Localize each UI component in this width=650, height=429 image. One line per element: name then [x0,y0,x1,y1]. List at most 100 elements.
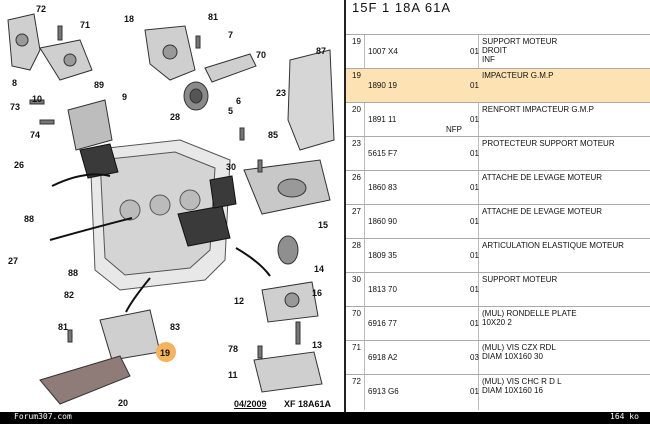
callout-30: 30 [226,162,236,172]
row-part-ref: 1007 X4 [368,47,398,56]
part-12-support [261,281,319,323]
row-description: (MUL) RONDELLE PLATE [482,309,577,318]
column-line-2 [478,34,479,410]
callout-10: 10 [32,94,42,104]
row-part-ref: 1891 11 [368,115,397,124]
callout-14: 14 [314,264,324,274]
exploded-diagram: 72 71 18 81 7 70 87 8 89 10 73 9 74 28 6… [7,4,335,409]
bottom-bar: Forum307.com 164 ko [0,412,650,424]
callout-74: 74 [30,130,40,140]
part-11-base [253,351,323,393]
callout-11: 11 [228,370,238,380]
callout-87: 87 [316,46,326,56]
row-description: ATTACHE DE LEVAGE MOTEUR [482,173,603,182]
part-9-support [67,99,113,151]
row-description: SUPPORT MOTEUR [482,275,558,284]
row-part-ref: 5615 F7 [368,149,398,158]
part-dark-assembly [79,143,237,247]
row-description: (MUL) VIS CHC R D L [482,377,562,386]
row-description: IMPACTEUR G.M.P [482,71,554,80]
row-note: NFP [446,125,462,134]
callout-labels: 72 71 18 81 7 70 87 8 89 10 73 9 74 28 6… [8,4,328,408]
row-part-ref: 1860 90 [368,217,397,226]
callout-7: 7 [228,30,233,40]
callout-23: 23 [276,88,286,98]
file-size: 164 ko [610,412,639,421]
row-description: DIAM 10X160 30 [482,352,543,361]
callout-70: 70 [256,50,266,60]
callout-16: 16 [312,288,322,298]
part-14-mount [277,235,299,265]
row-quantity: 01 [470,217,479,226]
row-item-number: 72 [352,377,361,386]
part-8-bracket [39,39,93,81]
callout-81-b: 81 [58,322,68,332]
callout-72: 72 [36,4,46,14]
row-quantity: 01 [470,183,479,192]
row-part-ref: 1890 19 [368,81,397,90]
row-item-number: 70 [352,309,361,318]
diagram-svg: 72 71 18 81 7 70 87 8 89 10 73 9 74 28 6… [7,4,335,408]
engine-block [89,139,231,291]
callout-81: 81 [208,12,218,22]
leader-curves [49,173,271,313]
row-item-number: 19 [352,71,361,80]
row-description: ATTACHE DE LEVAGE MOTEUR [482,207,603,216]
row-description: (MUL) VIS CZX RDL [482,343,556,352]
part-72-bracket [7,13,41,71]
callout-71: 71 [80,20,90,30]
row-item-number: 27 [352,207,361,216]
part-28-articulation [183,81,209,111]
part-30-support [243,159,331,215]
row-part-ref: 1860 83 [368,183,397,192]
callout-88-a: 88 [24,214,34,224]
row-item-number: 71 [352,343,361,352]
bolts [29,25,301,359]
callout-12: 12 [234,296,244,306]
part-18-bracket [144,25,196,81]
callout-13: 13 [312,340,322,350]
row-quantity: 01 [470,319,479,328]
row-item-number: 26 [352,173,361,182]
row-part-ref: 6918 A2 [368,353,398,362]
row-description: SUPPORT MOTEUR [482,37,558,46]
callout-20: 20 [118,398,128,408]
callout-6: 6 [236,96,241,106]
part-19-impacteur [99,309,161,361]
callout-18: 18 [124,14,134,24]
part-20-renfort [39,355,131,405]
row-quantity: 01 [470,149,479,158]
callout-8: 8 [12,78,17,88]
row-description: RENFORT IMPACTEUR G.M.P [482,105,595,114]
callout-85: 85 [268,130,278,140]
row-quantity: 01 [470,387,479,396]
part-23-protector [287,49,335,151]
callout-5: 5 [228,106,233,116]
row-part-ref: 6916 77 [368,319,397,328]
row-part-ref: 1809 35 [368,251,397,260]
row-quantity: 01 [470,251,479,260]
row-part-ref: 1813 70 [368,285,397,294]
callout-82: 82 [64,290,74,300]
diagram-date: 04/2009 [234,399,267,409]
callout-9: 9 [122,92,127,102]
row-description: PROTECTEUR SUPPORT MOTEUR [482,139,615,148]
callout-26: 26 [14,160,24,170]
callout-19: 19 [160,348,170,358]
row-description: INF [482,55,495,64]
row-description: ARTICULATION ELASTIQUE MOTEUR [482,241,624,250]
row-quantity: 03 [470,353,479,362]
row-quantity: 01 [470,47,479,56]
row-description: 10X20 2 [482,318,512,327]
row-item-number: 23 [352,139,361,148]
